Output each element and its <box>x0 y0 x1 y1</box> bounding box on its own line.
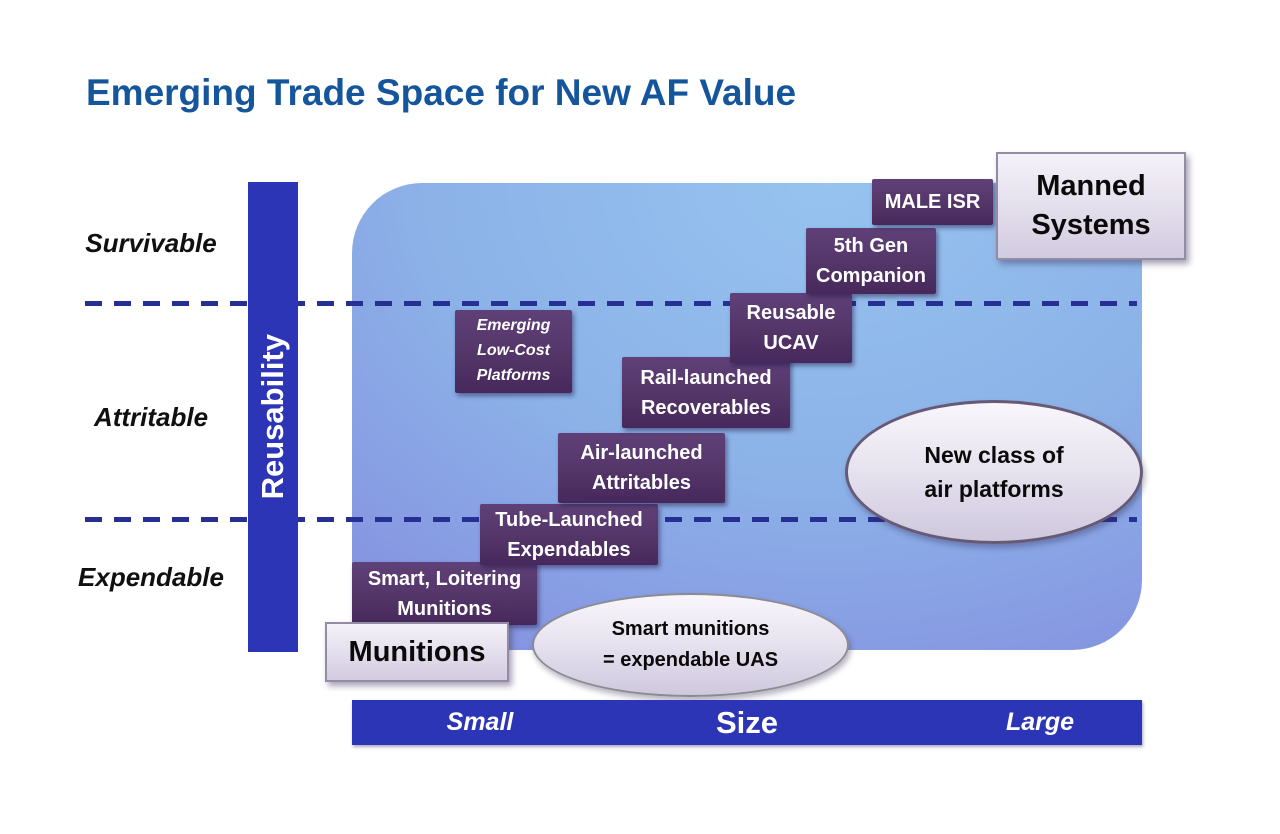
size-axis-bar: Small Size Large <box>352 700 1142 745</box>
manned-systems-box: Manned Systems <box>996 152 1186 260</box>
size-axis-label: Size <box>715 704 779 740</box>
platform-box-emerging-low-cost-platforms: Emerging Low-Cost Platforms <box>455 310 572 393</box>
platform-box-reusable-ucav: Reusable UCAV <box>730 293 852 363</box>
platform-box-rail-launched-recoverables: Rail-launched Recoverables <box>622 357 790 428</box>
platform-box-male-isr: MALE ISR <box>872 179 993 225</box>
platform-box-air-launched-attritables: Air-launched Attritables <box>558 433 725 503</box>
reusability-axis-label: Reusability <box>255 334 290 500</box>
size-axis-small-label: Small <box>446 708 514 736</box>
size-axis-large-label: Large <box>1005 708 1075 736</box>
new-class-of-air-platforms-callout: New class of air platforms <box>845 400 1143 544</box>
tier-label-expendable: Expendable <box>78 562 224 592</box>
slide-title: Emerging Trade Space for New AF Value <box>86 72 797 113</box>
tier-divider-survivable-attritable <box>85 301 1137 306</box>
tier-label-attritable: Attritable <box>93 402 209 432</box>
platform-box-smart-loitering-munitions: Smart, Loitering Munitions <box>352 562 537 625</box>
platform-box-5th-gen-companion: 5th Gen Companion <box>806 228 936 294</box>
tier-label-survivable: Survivable <box>85 228 217 258</box>
reusability-axis-bar: Reusability <box>248 182 298 652</box>
munitions-box: Munitions <box>325 622 509 682</box>
smart-munitions-expendable-uas-callout: Smart munitions = expendable UAS <box>532 593 849 697</box>
platform-box-tube-launched-expendables: Tube-Launched Expendables <box>480 504 658 565</box>
